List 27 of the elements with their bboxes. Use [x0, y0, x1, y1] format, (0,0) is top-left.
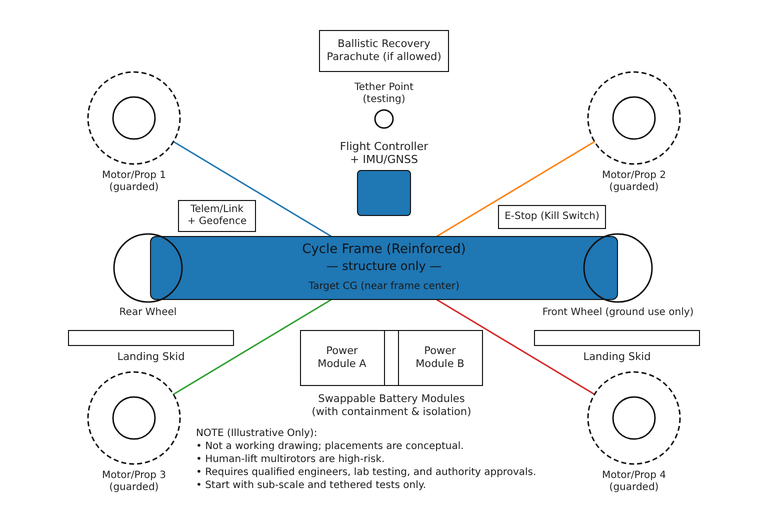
battery-caption: Swappable Battery Modules (with containment & isolation) [310, 393, 472, 419]
skid-label: Landing Skid [117, 351, 185, 363]
frame-subtitle: — structure only — [326, 258, 442, 274]
note-heading: NOTE (Illustrative Only): [196, 428, 318, 440]
rotor-label: Motor/Prop 2 (guarded) [600, 170, 668, 194]
tether-label: Tether Point (testing) [353, 82, 415, 106]
rotor-label: Motor/Prop 4 (guarded) [600, 470, 668, 494]
arm-line [172, 299, 332, 396]
estop-box: E-Stop (Kill Switch) [498, 205, 606, 229]
wheel-label: Front Wheel (ground use only) [542, 307, 694, 319]
skid-label: Landing Skid [583, 351, 651, 363]
note-item: • Start with sub-scale and tethered tests only. [196, 480, 426, 492]
wheel-label: Rear Wheel [119, 307, 177, 319]
frame-title: Cycle Frame (Reinforced) [302, 241, 466, 258]
cg-label: Target CG (near frame center) [308, 281, 460, 293]
arm-line [436, 140, 596, 237]
note-item: • Requires qualified engineers, lab testing, and authority approvals. [196, 467, 536, 479]
frame-bar [150, 236, 618, 300]
note-item: • Not a working drawing; placements are conceptual. [196, 441, 464, 453]
rotor-label: Motor/Prop 3 (guarded) [100, 470, 168, 494]
telemetry-box: Telem/Link + Geofence [178, 200, 256, 232]
arm-line [436, 299, 596, 396]
rotor-label: Motor/Prop 1 (guarded) [100, 170, 168, 194]
controller-label: Flight Controller + IMU/GNSS [338, 140, 430, 166]
arm-line [172, 140, 332, 237]
note-item: • Human-lift multirotors are high-risk. [196, 454, 385, 466]
parachute-box: Ballistic Recovery Parachute (if allowed) [319, 30, 449, 72]
